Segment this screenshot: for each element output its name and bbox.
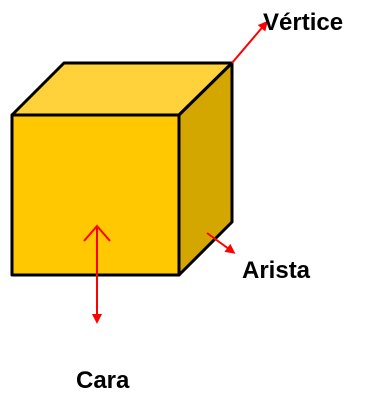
face-label: Cara: [76, 369, 129, 393]
vertex-arrow: [232, 23, 266, 63]
cube-front-face: [12, 115, 179, 275]
vertex-label: Vértice: [263, 11, 343, 35]
edge-label: Arista: [242, 259, 310, 283]
